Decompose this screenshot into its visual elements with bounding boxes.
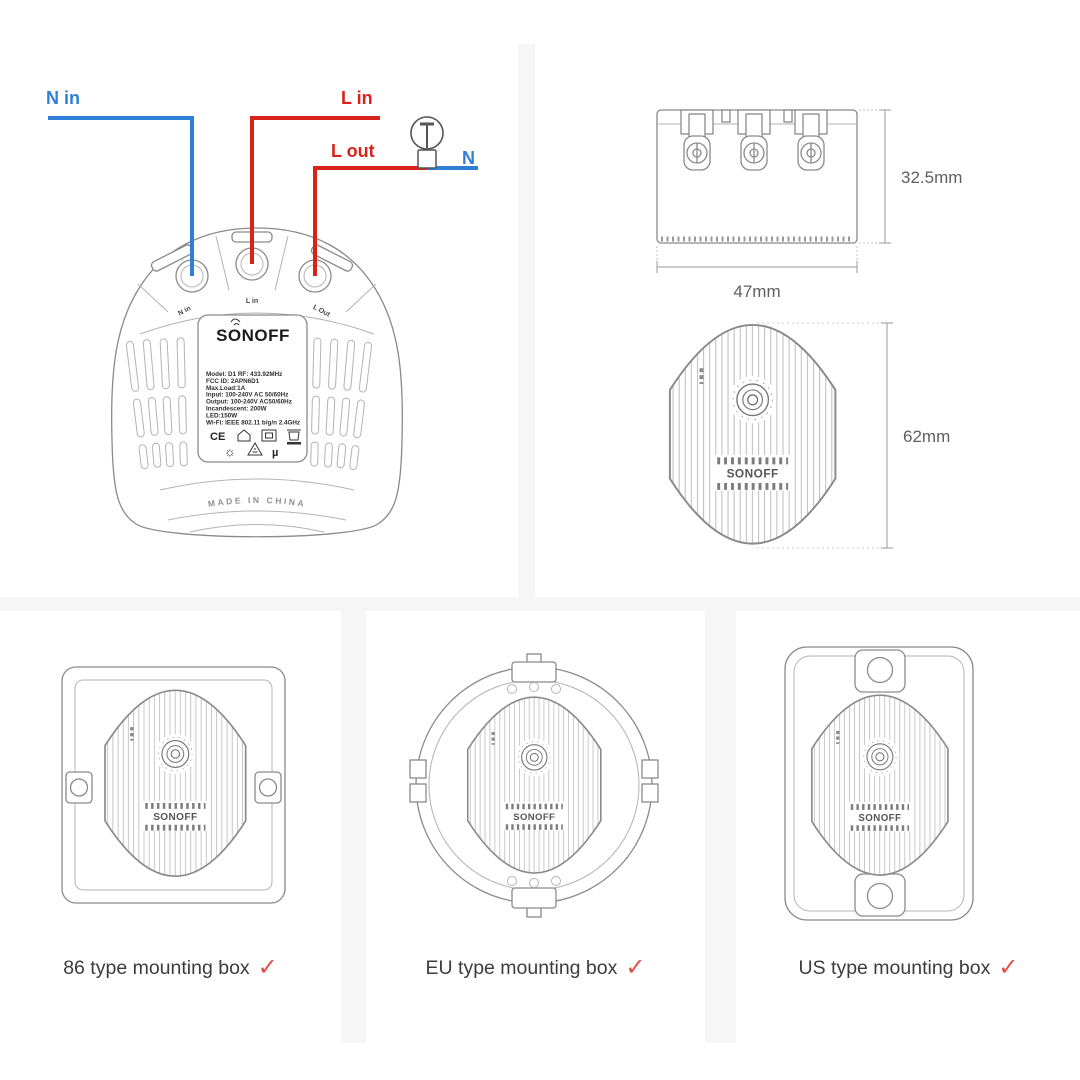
mounting-box-86	[61, 666, 286, 904]
svg-text:Max.Load:1A: Max.Load:1A	[206, 385, 246, 392]
caption-86-label: 86 type mounting box	[63, 956, 250, 979]
mounting-box-us	[784, 646, 974, 921]
mounting-box-us-panel	[784, 646, 974, 921]
terminal-label-lin: L in	[246, 298, 258, 305]
ce-mark-icon: CE	[210, 431, 225, 443]
mounting-box-eu-panel	[409, 653, 659, 918]
svg-text:Input: 100-240V AC 50/60Hz: Input: 100-240V AC 50/60Hz	[206, 392, 288, 399]
wiring-diagram-panel: N in L in L Out SONOFF Model: D1 RF: 433…	[46, 88, 478, 538]
svg-text:Incandescent: 200W: Incandescent: 200W	[206, 406, 267, 413]
wifi-icon	[230, 318, 241, 326]
dimension-32-5	[859, 109, 891, 244]
svg-text:FCC ID: 2APN6D1: FCC ID: 2APN6D1	[206, 378, 260, 385]
svg-text:Output: 100-240V AC50/60Hz: Output: 100-240V AC50/60Hz	[206, 399, 292, 406]
dimension-62	[757, 322, 893, 549]
svg-text:LED:150W: LED:150W	[206, 412, 237, 419]
neutral-in-wire	[48, 116, 194, 276]
caption-eu-label: EU type mounting box	[425, 956, 618, 979]
rim-holes	[507, 682, 561, 888]
live-out-wire	[313, 166, 427, 276]
spec-text-block: Model: D1 RF: 433.92MHz FCC ID: 2APN6D1 …	[206, 371, 300, 426]
dimension-front-height-label: 62mm	[903, 427, 950, 446]
bottom-arcs	[159, 478, 355, 533]
divider-vertical-bottom-2	[705, 611, 736, 1043]
caption-us-label: US type mounting box	[798, 956, 991, 979]
label-n-in: N in	[46, 88, 80, 108]
brightness-sun-icon: ☼	[224, 444, 236, 459]
light-bulb-icon	[410, 116, 444, 169]
dimension-side-width-label: 47mm	[733, 282, 780, 301]
dimmer-back-view: N in L in L Out SONOFF Model: D1 RF: 433…	[111, 227, 403, 538]
side-notches	[409, 759, 659, 803]
svg-text:Wi-Fi: IEEE 802.11 b/g/n 2.4GH: Wi-Fi: IEEE 802.11 b/g/n 2.4GHz	[206, 419, 300, 426]
double-insulation-icon	[261, 429, 277, 442]
made-in-label: MADE IN CHINA	[207, 495, 307, 509]
checkmark-icon: ✓	[257, 954, 278, 981]
checkmark-icon: ✓	[625, 954, 646, 981]
screw-ears	[65, 771, 282, 804]
svg-text:Model: D1 RF: 433.92MHz: Model: D1 RF: 433.92MHz	[206, 371, 282, 378]
certification-icons: CE ☼ µ	[210, 429, 301, 459]
checkmark-icon: ✓	[998, 954, 1019, 981]
caption-us-type: US type mounting box ✓	[737, 948, 1080, 988]
mounting-box-eu	[409, 653, 659, 918]
weee-bin-icon	[287, 429, 301, 445]
live-in-wire	[250, 116, 380, 264]
divider-horizontal	[0, 597, 1080, 611]
label-l-out: L out	[331, 141, 375, 161]
label-n: N	[462, 148, 475, 168]
dimmer-front-view	[670, 325, 835, 544]
dimension-side-height-label: 32.5mm	[901, 168, 962, 187]
micro-mark-icon: µ	[272, 447, 278, 459]
caution-triangle-icon	[247, 442, 263, 456]
divider-vertical-top	[518, 44, 535, 597]
house-icon	[237, 429, 251, 442]
caption-eu-type: EU type mounting box ✓	[366, 948, 705, 988]
terminal-clamps	[680, 109, 828, 171]
caption-86-type: 86 type mounting box ✓	[0, 948, 341, 988]
mounting-box-86-panel	[61, 666, 286, 904]
dimension-47	[656, 246, 858, 273]
divider-vertical-bottom-1	[341, 611, 366, 1043]
dimensions-panel: 32.5mm 47mm 62mm	[656, 109, 962, 549]
dimmer-side-view	[656, 109, 858, 244]
label-l-in: L in	[341, 88, 373, 108]
back-brand-label: SONOFF	[216, 326, 290, 345]
